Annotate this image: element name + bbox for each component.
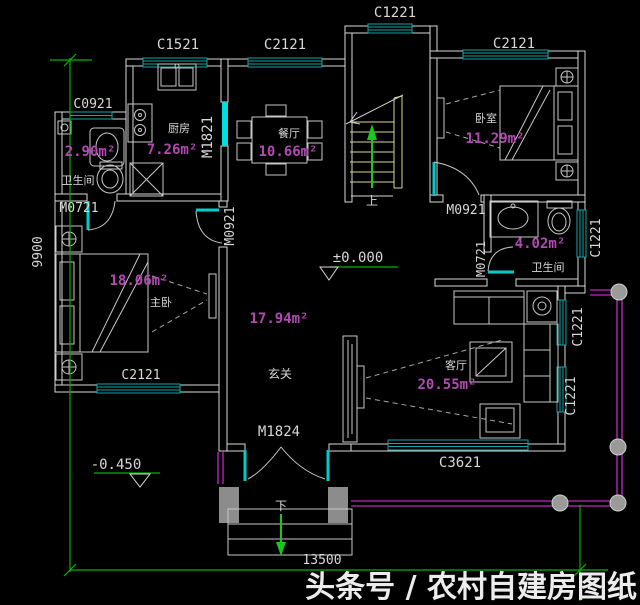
label-left-bath-name: 卫生间 — [62, 173, 95, 187]
label-stairs-up: 上 — [366, 194, 378, 208]
living-furniture — [453, 290, 559, 439]
foyer-tv-partition — [342, 335, 513, 443]
label-door-m0721-left: M0721 — [59, 201, 98, 216]
label-door-m0921-master: M0921 — [223, 206, 238, 245]
labels: C0921 C1521 C2121 C1221 C2121 C2121 C362… — [31, 5, 604, 568]
window-c3621 — [387, 439, 529, 451]
label-level-outdoor: -0.450 — [91, 457, 142, 473]
label-dim-height: 9900 — [31, 236, 46, 267]
label-master-name: 主卧 — [150, 296, 172, 309]
doors — [86, 102, 514, 481]
label-right-bath-name: 卫生间 — [532, 260, 565, 274]
right-bathroom-fixtures — [489, 200, 573, 238]
label-window-c0921: C0921 — [73, 97, 112, 112]
door-m0921-master — [195, 208, 223, 244]
label-kitchen-area: 7.26m² — [147, 142, 198, 158]
terrace-outline — [217, 289, 623, 507]
label-bedroom-area: 11.29m² — [465, 131, 524, 147]
stairs-down-arrow — [276, 542, 286, 556]
label-kitchen-name: 厨房 — [168, 122, 190, 135]
label-window-c1221-living-upper: C1221 — [571, 307, 586, 346]
window-c1221-living-lower — [556, 366, 567, 413]
label-dim-width: 13500 — [302, 553, 341, 568]
window-c1221-bathroom — [576, 209, 587, 258]
door-m0721-left — [86, 200, 116, 231]
label-window-c1221-stairwell: C1221 — [374, 5, 416, 21]
label-master-area: 18.06m² — [109, 273, 168, 289]
entry-porch — [219, 487, 353, 556]
label-foyer-area: 17.94m² — [249, 311, 308, 327]
dimension-lines — [50, 53, 608, 601]
kitchen-fixtures — [127, 63, 197, 197]
label-foyer-name: 玄关 — [268, 366, 292, 381]
label-level-indoor: ±0.000 — [333, 250, 384, 266]
label-stairs-down: 下 — [275, 499, 287, 513]
terrace-columns — [551, 283, 628, 512]
label-window-c1221-bathroom: C1221 — [589, 218, 604, 257]
door-m0921-bedroom — [432, 161, 480, 196]
label-door-m1821: M1821 — [200, 116, 216, 158]
living-tv — [356, 365, 365, 409]
bedroom-furniture — [436, 67, 579, 181]
label-window-c3621: C3621 — [439, 455, 481, 471]
bedroom-tv — [436, 97, 445, 139]
label-left-bath-area: 2.90m² — [65, 144, 116, 160]
label-window-c1521: C1521 — [157, 37, 199, 53]
label-window-c2121-master: C2121 — [121, 368, 160, 383]
label-living-area: 20.55m² — [417, 377, 476, 393]
label-right-bath-area: 4.02m² — [515, 236, 566, 252]
windows — [69, 23, 587, 451]
label-window-c2121-dining: C2121 — [264, 37, 306, 53]
window-c2121-bedroom — [462, 49, 549, 60]
window-c1221-stairwell — [367, 23, 413, 34]
label-dining-name: 餐厅 — [278, 126, 300, 140]
dining-table — [236, 104, 323, 176]
label-living-name: 客厅 — [445, 358, 467, 372]
door-m1821-sliding — [222, 102, 228, 146]
window-c0921 — [69, 111, 113, 120]
window-c2121-master — [96, 383, 181, 394]
label-bedroom-name: 卧室 — [475, 111, 497, 125]
window-c2121-dining — [247, 57, 323, 68]
watermark-text: 头条号 / 农村自建房图纸 — [305, 570, 637, 605]
label-door-m0721-bath: M0721 — [474, 241, 488, 277]
door-m1824-entry — [243, 446, 330, 481]
stairs-up-arrow — [367, 124, 377, 140]
stairs — [345, 94, 404, 189]
master-furniture — [55, 225, 217, 381]
label-dining-area: 10.66m² — [258, 144, 317, 160]
left-bathroom-fixtures — [57, 120, 125, 194]
door-m0721-bath — [487, 246, 514, 274]
level-markers — [94, 266, 398, 488]
label-window-c2121-bedroom: C2121 — [493, 36, 535, 52]
master-tv — [208, 273, 217, 319]
label-window-c1221-living-lower: C1221 — [564, 376, 579, 415]
label-door-m1824: M1824 — [258, 424, 300, 440]
label-door-m0921-bedroom: M0921 — [446, 203, 485, 218]
